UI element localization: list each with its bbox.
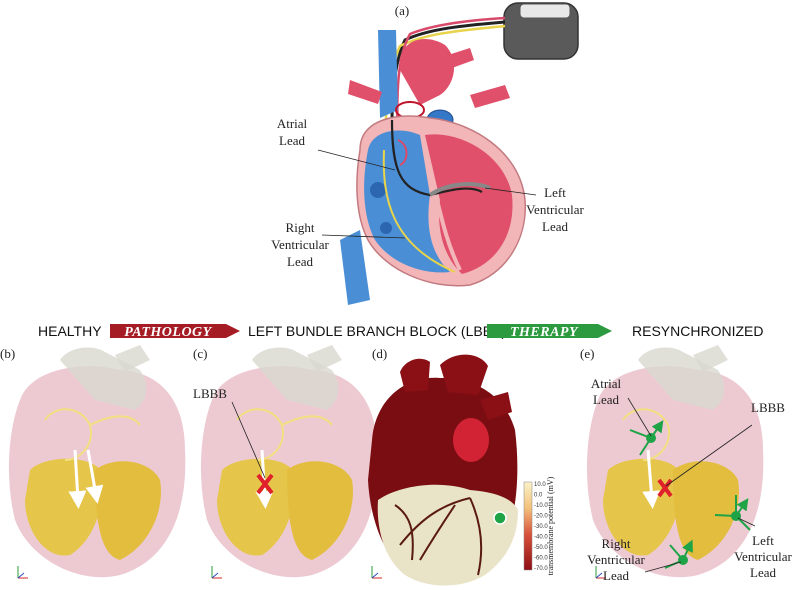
block-cross-icon: [256, 473, 274, 495]
aorta-e: [693, 345, 728, 372]
vessel-d-3: [480, 392, 512, 420]
activation-arrow-e: [642, 449, 661, 509]
aortic-branch: [448, 48, 474, 68]
axis-triad-d: [371, 566, 382, 579]
lbbb-label-c: LBBB: [193, 386, 227, 401]
colorbar-tick-8: -70.0: [534, 566, 548, 572]
aortic-arch: [399, 39, 455, 105]
pathology-arrow-label: PATHOLOGY: [124, 325, 212, 340]
inferior-vena-cava: [340, 230, 370, 305]
atrial-lead-label-a-1: Atrial: [277, 116, 308, 131]
lv-lead-label-a-2: Ventricular: [526, 202, 584, 217]
rv-lead-label-a-3: Lead: [287, 254, 313, 269]
colorbar-tick-2: -10.0: [534, 503, 548, 509]
right-ventricle-b: [25, 458, 103, 556]
colorbar-tick-4: -30.0: [534, 524, 548, 530]
pulmonary-vein-right: [470, 85, 510, 108]
rv-lead-label-a-1: Right: [286, 220, 315, 235]
conduction-path-b-2: [89, 415, 141, 426]
lv-lead-pointer-e: [737, 517, 756, 527]
vessel-d-2: [440, 354, 488, 395]
left-ventricle-b: [95, 461, 161, 560]
colorbar-tick-7: -60.0: [534, 556, 548, 562]
left-ventricle-e: [673, 461, 739, 560]
pulmonary-vein-left: [348, 80, 382, 104]
therapy-arrow-label: THERAPY: [510, 325, 579, 340]
aorta-c: [307, 345, 342, 372]
lv-lead-path: [390, 119, 483, 197]
coronary-sinus-ostium: [370, 182, 386, 198]
coronary-vessels-d: [394, 497, 483, 576]
colorbar-tick-1: 0.0: [534, 493, 543, 499]
atrial-lead-label-e-2: Lead: [593, 392, 619, 407]
conduction-path-b-1: [44, 408, 92, 461]
colorbar-ticks: 10.0 0.0 -10.0 -20.0 -30.0 -40.0 -50.0 -60.0 -70…: [534, 482, 548, 572]
colorbar: [523, 481, 533, 571]
colorbar-tick-5: -40.0: [534, 535, 548, 541]
axis-triad-b: [17, 566, 28, 579]
atrial-lead-label-e-1: Atrial: [591, 376, 622, 391]
pathology-arrow: [110, 324, 240, 338]
heart-model-b: [8, 345, 186, 579]
panel-label-c: (c): [193, 346, 207, 361]
right-ventricle-dot: [380, 222, 392, 234]
heart-simulation-d: [368, 354, 518, 586]
rv-lead-pointer-e: [644, 561, 682, 573]
colorbar-tick-6: -50.0: [534, 545, 548, 551]
atrial-lead-pointer-a: [317, 149, 396, 171]
lv-pacing-arrows: [714, 495, 750, 531]
colorbar-tick-3: -20.0: [534, 514, 548, 520]
banner-lbbb: LEFT BUNDLE BRANCH BLOCK (LBBB): [248, 323, 506, 339]
superior-vena-cava: [378, 30, 398, 118]
lbbb-pointer-e: [665, 424, 753, 487]
conduction-path-c-2: [281, 415, 333, 426]
atrial-pacing-arrows: [629, 425, 660, 456]
aorta-b: [115, 345, 150, 372]
heart-illustration-a: [340, 2, 579, 305]
panel-label-e: (e): [580, 346, 594, 361]
heart-model-c: [200, 345, 378, 579]
therapy-arrow: [487, 324, 612, 338]
banner-healthy: HEALTHY: [38, 323, 102, 339]
lv-lead-label-a-3: Lead: [542, 219, 568, 234]
rv-lead-label-a-2: Ventricular: [271, 237, 329, 252]
left-ventricle-c: [287, 461, 353, 560]
colorbar-title: transmembrane potential (mV): [546, 476, 555, 575]
rv-lead-label-e-1: Right: [602, 536, 631, 551]
resting-myocardium: [377, 484, 518, 586]
block-cross-icon-e: [657, 478, 673, 498]
lbbb-label-e: LBBB: [751, 400, 785, 415]
colorbar-tick-0: 10.0: [534, 482, 546, 488]
rv-lead-label-e-2: Ventricular: [587, 552, 645, 567]
rv-lead-label-e-3: Lead: [603, 568, 629, 583]
progression-banner: HEALTHY PATHOLOGY LEFT BUNDLE BRANCH BLO…: [38, 323, 763, 340]
vessel-d-1: [400, 358, 430, 392]
activation-arrow-b-2: [85, 449, 104, 504]
atrial-lead-pointer-e: [627, 397, 652, 437]
activation-arrow-b-1: [68, 449, 87, 509]
lv-lead-label-e-3: Lead: [750, 565, 776, 580]
banner-resynchronized: RESYNCHRONIZED: [632, 323, 763, 339]
heart-model-e: [586, 345, 764, 579]
panel-label-d: (d): [372, 346, 387, 361]
lv-lead-label-a-1: Left: [544, 185, 566, 200]
panel-label-b: (b): [0, 346, 15, 361]
lv-lead-label-e-1: Left: [752, 533, 774, 548]
lead-electrode-d: [493, 511, 507, 525]
lv-lead-label-e-2: Ventricular: [734, 549, 792, 564]
atrial-lead-label-a-2: Lead: [279, 133, 305, 148]
pacemaker-header: [519, 3, 571, 19]
rv-lead-pointer-a: [321, 234, 406, 239]
atrial-lead-tip: [397, 139, 408, 166]
panel-label-a: (a): [395, 3, 409, 18]
lv-lead-pointer-a: [484, 187, 537, 196]
conduction-path-c-1: [236, 408, 284, 461]
axis-triad-e: [595, 566, 606, 579]
late-activation-spot: [453, 418, 489, 462]
septum: [430, 179, 462, 271]
coronary-vein-grey: [428, 182, 491, 197]
axis-triad-c: [211, 566, 222, 579]
lbbb-pointer-c: [231, 401, 266, 479]
